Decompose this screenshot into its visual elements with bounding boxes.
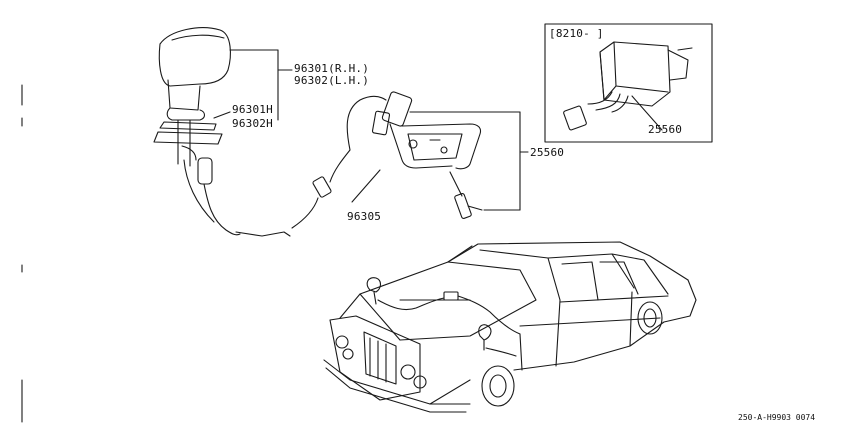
car-drawing [323,241,697,413]
fender-mirror-part [153,27,351,237]
mirror-lh-part-number: 96302(L.H.) [294,74,370,87]
inset-box [544,23,713,143]
bracket-part-number: 96305 [347,210,382,223]
harness-part-number: 25560 [530,146,565,159]
inset-range-label: [8210- ] [549,27,604,40]
footer-code: 250-A-H9903 0074 [738,413,816,422]
base-lh-part-number: 96302H [232,117,273,130]
mirror-leaders [213,49,293,121]
inset-part-number: 25560 [648,123,683,136]
base-rh-part-number: 96301H [232,103,273,116]
harness-leaders [409,111,529,211]
harness-part [346,91,483,219]
mirror-rh-part-number: 96301(R.H.) [294,62,370,75]
